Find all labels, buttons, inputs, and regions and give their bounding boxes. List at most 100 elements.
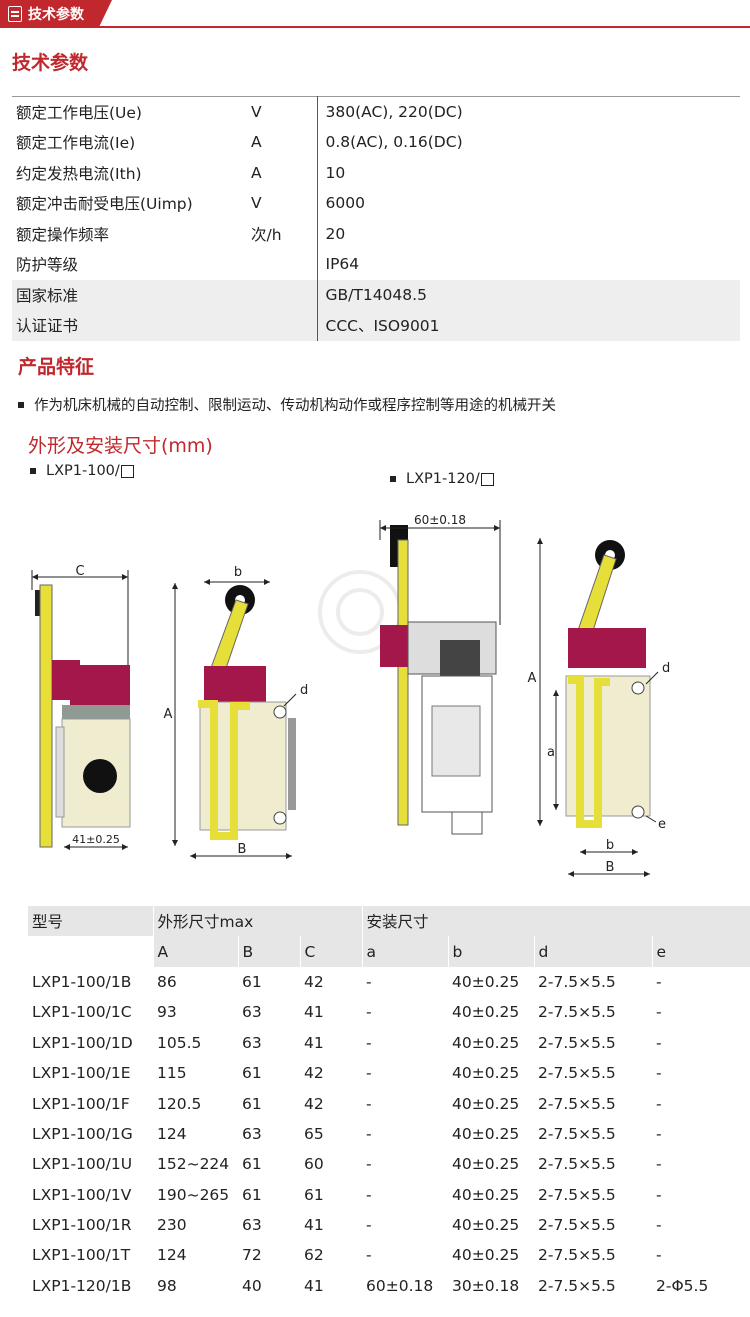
dims-cell-c: 62 <box>304 1246 324 1265</box>
spec-unit: A <box>247 127 318 158</box>
features-title: 产品特征 <box>18 356 95 378</box>
spec-name: 国家标准 <box>12 279 247 310</box>
switch-120-front-view: A a d e b B <box>528 538 670 877</box>
dims-header-row-2: A B C a b d e <box>28 936 750 967</box>
dims-cell-b-mount: 40±0.25 <box>452 1216 520 1235</box>
dims-cell-e: - <box>656 1124 662 1143</box>
dims-cell-c: 41 <box>304 1276 324 1295</box>
dims-cell-d: 2-7.5×5.5 <box>538 1185 616 1204</box>
spec-value: CCC、ISO9001 <box>317 310 740 341</box>
dims-cell-d: 2-7.5×5.5 <box>538 1094 616 1113</box>
dims-cell-c: 42 <box>304 1064 324 1083</box>
dim-b-top: b <box>234 565 242 580</box>
dims-cell-a: 115 <box>157 1064 187 1083</box>
dims-cell-b: 61 <box>242 1185 262 1204</box>
dims-cell-model: LXP1-100/1G <box>32 1124 133 1143</box>
square-icon <box>480 472 494 486</box>
dims-cell-a-mount: 60±0.18 <box>366 1276 434 1295</box>
dims-cell-b-mount: 30±0.18 <box>452 1276 520 1295</box>
dims-cell-b-mount: 40±0.25 <box>452 1246 520 1265</box>
dims-cell-b-mount: 40±0.25 <box>452 1124 520 1143</box>
dims-cell-c: 61 <box>304 1185 324 1204</box>
dims-cell-a: 93 <box>157 1003 177 1022</box>
dims-cell-a: 120.5 <box>157 1094 202 1113</box>
dims-cell-a-mount: - <box>366 1155 372 1174</box>
dims-cell-model: LXP1-100/1T <box>32 1246 131 1265</box>
dims-cell-b-mount: 40±0.25 <box>452 1033 520 1052</box>
spec-unit <box>247 249 318 280</box>
dim-d1: d <box>300 683 308 698</box>
dims-cell-d: 2-7.5×5.5 <box>538 972 616 991</box>
dims-cell-a-mount: - <box>366 1064 372 1083</box>
dims-cell-a-mount: - <box>366 1124 372 1143</box>
spec-value: IP64 <box>325 255 360 274</box>
dims-cell-d: 2-7.5×5.5 <box>538 1033 616 1052</box>
dims-cell-d: 2-7.5×5.5 <box>538 1124 616 1143</box>
spec-row: 防护等级 IP64 <box>12 249 740 280</box>
switch-section-view: 60±0.18 <box>379 513 501 835</box>
spec-value: 10 <box>325 163 346 182</box>
spec-name: 额定操作频率 <box>16 225 110 244</box>
dim-a2-upper: A <box>528 671 537 686</box>
dims-cell-e: - <box>656 1246 662 1265</box>
dim-b2-outer: B <box>606 860 615 875</box>
dims-cell-b: 61 <box>242 972 262 991</box>
dims-cell-b-mount: 40±0.25 <box>452 1094 520 1113</box>
square-icon <box>120 464 134 478</box>
spec-unit <box>247 279 318 310</box>
spec-value: GB/T14048.5 <box>317 279 740 310</box>
dim-d2: d <box>662 661 670 676</box>
dim-c: C <box>75 564 84 579</box>
dims-cell-c: 65 <box>304 1124 324 1143</box>
dims-cell-model: LXP1-100/1V <box>32 1185 132 1204</box>
dims-cell-a-mount: - <box>366 1094 372 1113</box>
dim-b1: B <box>238 842 247 857</box>
dims-cell-model: LXP1-100/1D <box>32 1033 133 1052</box>
dims-cell-b: 72 <box>242 1246 262 1265</box>
dims-cell-model: LXP1-100/1F <box>32 1094 130 1113</box>
dims-col-a: A <box>152 936 238 967</box>
dims-cell-e: - <box>656 1216 662 1235</box>
dims-cell-a: 105.5 <box>157 1033 202 1052</box>
dims-cell-model: LXP1-100/1C <box>32 1003 132 1022</box>
dim-60: 60±0.18 <box>414 513 466 527</box>
spec-name: 防护等级 <box>16 256 79 275</box>
dims-cell-a: 86 <box>157 972 177 991</box>
dims-header-blank <box>28 936 153 967</box>
dims-cell-a-mount: - <box>366 972 372 991</box>
dims-cell-b-mount: 40±0.25 <box>452 1064 520 1083</box>
dims-header-mount: 安装尺寸 <box>361 906 750 937</box>
dims-col-e: e <box>651 936 750 967</box>
bullet-icon <box>18 401 24 408</box>
dims-cell-b-mount: 40±0.25 <box>452 1003 520 1022</box>
outline-title: 外形及安装尺寸(mm) <box>28 435 213 457</box>
dims-cell-model: LXP1-100/1E <box>32 1064 131 1083</box>
bullet-icon <box>390 476 396 482</box>
dims-cell-a-mount: - <box>366 1033 372 1052</box>
dims-cell-a: 152~224 <box>157 1155 230 1174</box>
spec-name: 额定工作电流(Ie) <box>16 134 136 153</box>
dims-cell-e: - <box>656 1064 662 1083</box>
dims-cell-model: LXP1-100/1R <box>32 1216 132 1235</box>
dim-a1: A <box>164 707 173 722</box>
tab-tech-params[interactable]: 技术参数 <box>0 0 112 28</box>
dims-cell-b-mount: 40±0.25 <box>452 1155 520 1174</box>
dims-cell-a: 98 <box>157 1276 177 1295</box>
dims-col-d: d <box>533 936 652 967</box>
spec-value: 380(AC), 220(DC) <box>317 96 740 127</box>
dims-header-row-1: 型号 外形尺寸max 安装尺寸 <box>28 906 750 937</box>
dims-cell-d: 2-7.5×5.5 <box>538 1064 616 1083</box>
spec-unit: V <box>247 96 318 127</box>
dims-cell-model: LXP1-100/1U <box>32 1155 133 1174</box>
